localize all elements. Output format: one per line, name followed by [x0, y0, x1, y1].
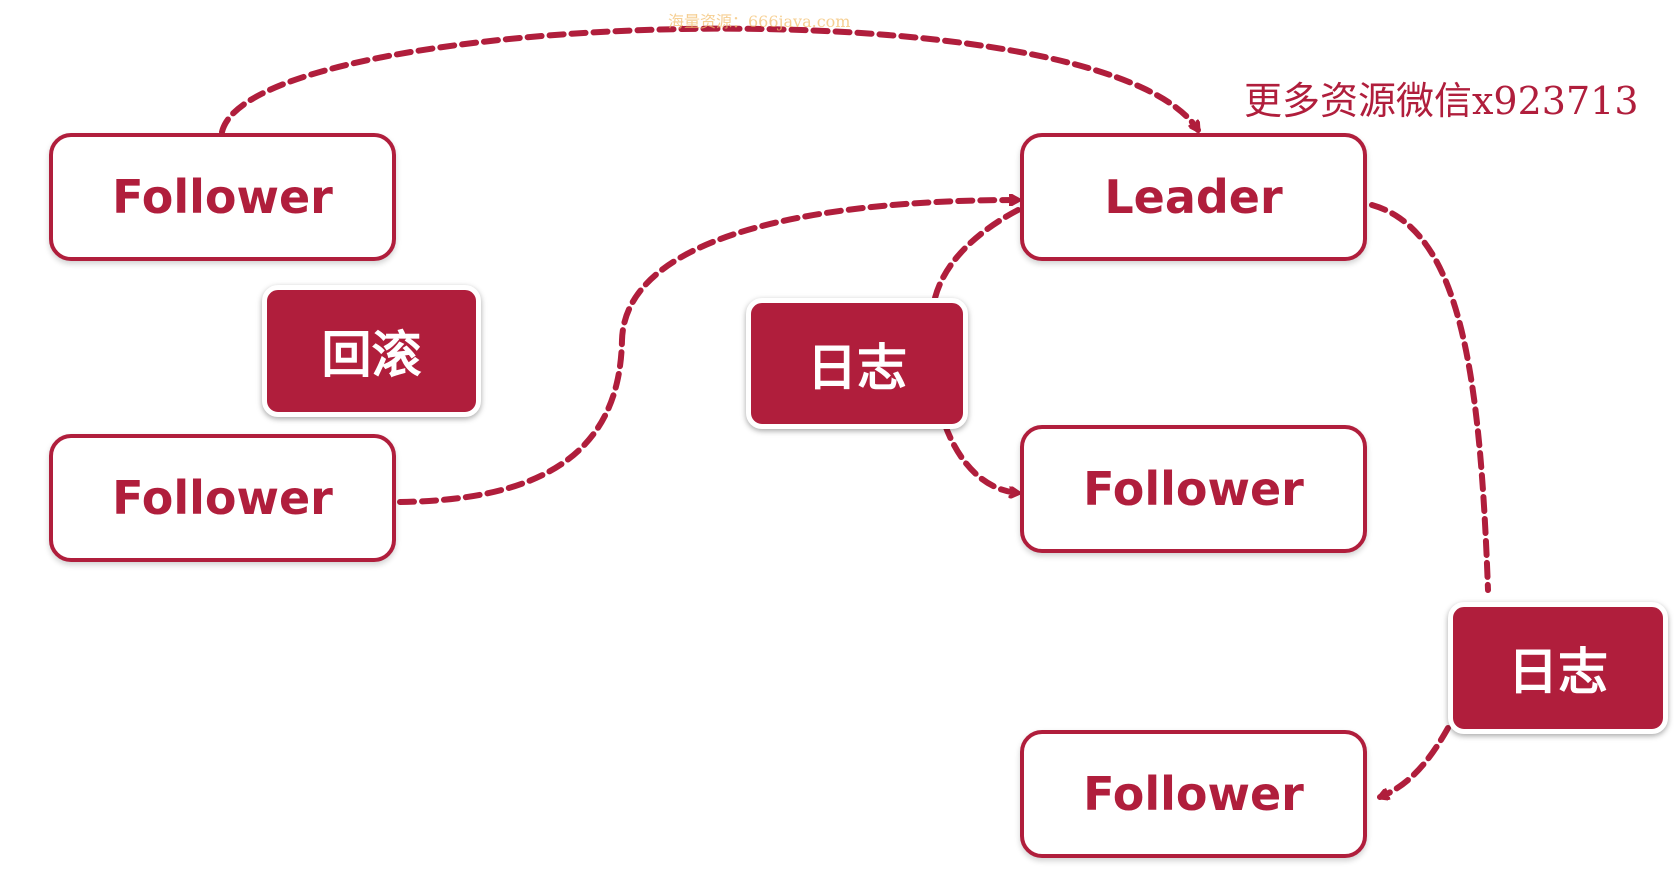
- connector-log-right-to-follower: [1377, 725, 1451, 797]
- connector-follower-to-leader-arc: [219, 25, 1201, 135]
- watermark-right: 更多资源微信x923713: [1244, 79, 1639, 123]
- connector-log-center-to-follower: [942, 422, 1021, 493]
- log-tag-right: 日志: [1448, 602, 1668, 734]
- connector-leader-to-log-right: [1369, 202, 1491, 593]
- follower-node-middle-right: Follower: [1020, 425, 1367, 553]
- log-tag-center: 日志: [746, 298, 968, 429]
- leader-node: Leader: [1020, 133, 1367, 261]
- connector-follower-to-leader-s-curve: [397, 200, 1021, 505]
- follower-node-bottom-left: Follower: [49, 434, 396, 562]
- follower-node-bottom-right: Follower: [1020, 730, 1367, 858]
- watermark-top: 海量资源：666java.com: [668, 12, 851, 31]
- follower-node-top-left: Follower: [49, 133, 396, 261]
- connector-leader-to-log-center: [932, 207, 1021, 301]
- rollback-tag: 回滚: [262, 285, 481, 417]
